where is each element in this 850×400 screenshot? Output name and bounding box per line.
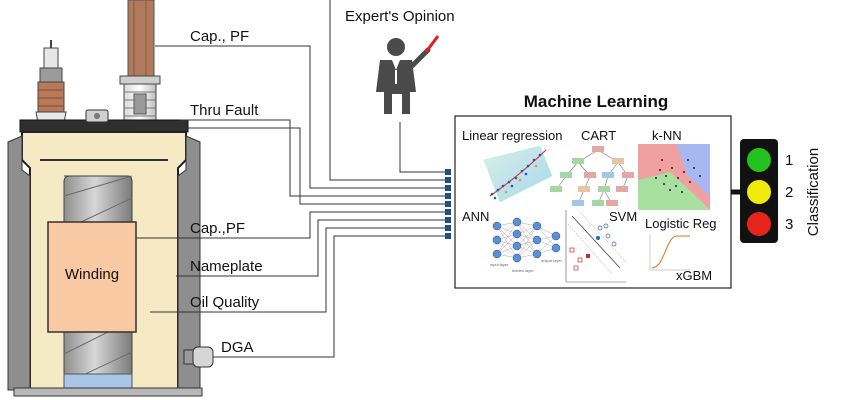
line-cap-pf-mid <box>136 211 448 239</box>
line-cap-pf-top <box>155 45 448 189</box>
cart-tree-diagram <box>550 146 634 206</box>
class-1-light <box>747 148 771 172</box>
line-thru-fault <box>180 119 448 197</box>
svm-plot <box>565 210 627 283</box>
linear-regression-plot <box>483 145 553 203</box>
line-oil-quality <box>150 227 448 313</box>
method-cart: CART <box>581 128 616 143</box>
ann-hidden-layer-label: hidden layer <box>512 268 534 273</box>
label-oil-quality: Oil Quality <box>190 294 260 311</box>
tank-base <box>13 387 203 397</box>
knn-plot <box>638 144 710 210</box>
ann-output-layer-label: output layer <box>541 258 563 263</box>
label-dga: DGA <box>221 339 254 356</box>
input-ports <box>445 169 451 239</box>
line-expert <box>399 122 448 173</box>
classification-traffic-light <box>740 139 778 243</box>
class-1-label: 1 <box>785 152 793 169</box>
method-xgbm: xGBM <box>676 268 712 283</box>
label-nameplate: Nameplate <box>190 258 263 275</box>
method-logistic-reg: Logistic Reg <box>645 216 717 231</box>
method-ann: ANN <box>462 209 489 224</box>
ann-input-layer-label: input layer <box>490 262 509 267</box>
connection-lines <box>136 0 448 358</box>
class-3-label: 3 <box>785 216 793 233</box>
classification-label: Classification <box>805 148 822 236</box>
label-thru-fault: Thru Fault <box>190 102 259 119</box>
method-svm: SVM <box>609 209 637 224</box>
hv-bushing-rod <box>127 0 155 79</box>
winding-label: Winding <box>65 266 119 283</box>
ann-network-diagram: input layer hidden layer output layer <box>490 217 563 273</box>
label-cap-pf-top: Cap., PF <box>190 28 249 45</box>
line-dga <box>213 235 448 358</box>
class-2-light <box>747 180 771 204</box>
winding-block <box>47 221 137 333</box>
logistic-regression-plot <box>649 234 690 271</box>
transformer: Winding <box>7 0 214 397</box>
class-2-label: 2 <box>785 184 793 201</box>
presenter-icon <box>376 35 440 114</box>
label-cap-pf-mid: Cap.,PF <box>190 220 245 237</box>
method-linear-regression: Linear regression <box>462 128 562 143</box>
class-3-light <box>747 212 771 236</box>
label-expert-opinion: Expert's Opinion <box>345 8 455 25</box>
method-knn: k-NN <box>652 128 682 143</box>
line-nameplate <box>176 219 448 277</box>
ml-title: Machine Learning <box>524 92 669 111</box>
